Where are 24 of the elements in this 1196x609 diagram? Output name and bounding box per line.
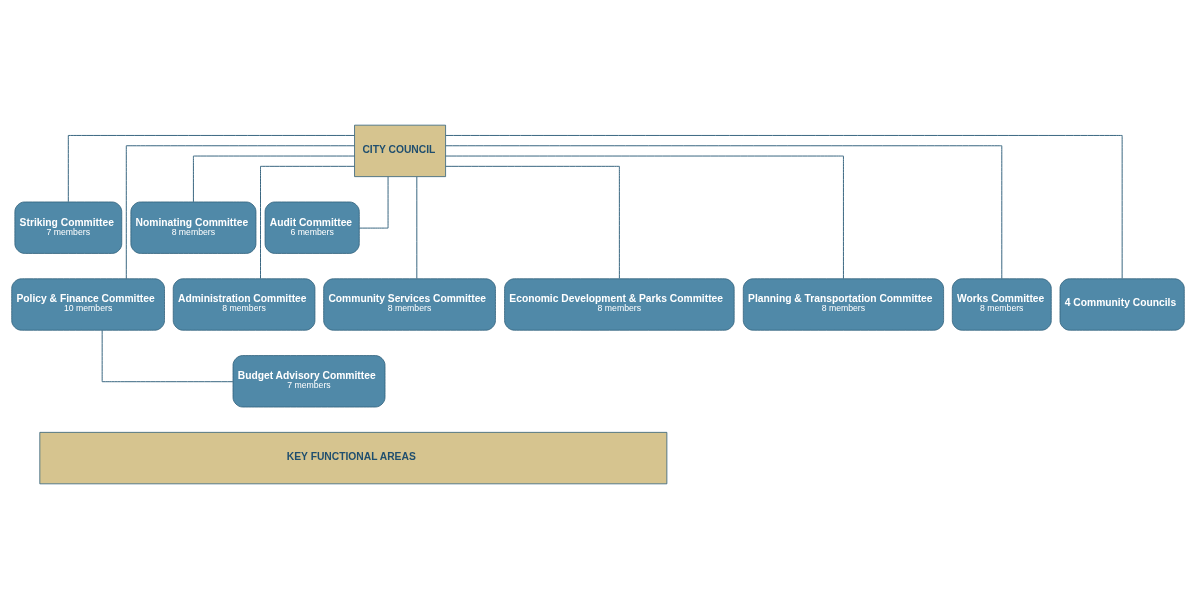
connector (445, 165, 620, 279)
connector (445, 135, 1123, 279)
node-box: CITY COUNCIL (354, 124, 446, 178)
connector (192, 155, 355, 203)
node-box: Works Committee 8 members (951, 278, 1052, 331)
connector (125, 145, 355, 280)
node-box: Planning & Transportation Committee 8 members (742, 278, 944, 331)
node-box: 4 Community Councils (1059, 278, 1185, 331)
node-box: KEY FUNCTIONAL AREAS (39, 431, 668, 485)
connector (101, 329, 234, 383)
node-box: Nominating Committee 8 members (130, 201, 257, 254)
node-box: Policy & Finance Committee 10 members (11, 278, 165, 331)
connector (260, 165, 355, 279)
node-box: Community Services Committee 8 members (323, 278, 496, 331)
node-box: Economic Development & Parks Committee 8 members (504, 278, 735, 331)
connector (445, 145, 1003, 280)
connector (358, 176, 389, 229)
node-box: Striking Committee 7 members (14, 201, 123, 254)
node-box: Budget Advisory Committee 7 members (232, 355, 386, 408)
connector (67, 135, 355, 203)
node-box: Administration Committee 8 members (172, 278, 316, 331)
connector (416, 176, 418, 280)
connector (445, 155, 844, 280)
node-box: Audit Committee 6 members (264, 201, 360, 254)
